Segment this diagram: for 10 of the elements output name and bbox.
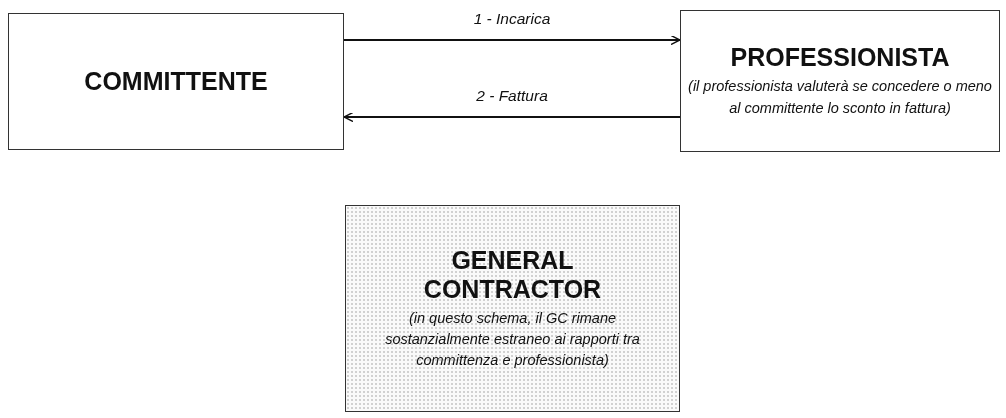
text-box	[8, 13, 344, 150]
text-box	[345, 205, 680, 412]
text-box	[680, 10, 1000, 152]
box-title: GENERAL CONTRACTOR	[422, 245, 603, 304]
box-title: PROFESSIONISTA	[730, 43, 950, 73]
box-note: (in questo schema, il GC rimane sostanzialmente estraneo ai rapporti tra committenza e professionista)	[384, 308, 641, 370]
arrow	[343, 34, 681, 46]
arrow	[343, 111, 681, 123]
box-note: (il professionista valuterà se concedere o meno al committente lo sconto in fattura)	[687, 77, 993, 118]
box-title: COMMITTENTE	[84, 67, 268, 96]
